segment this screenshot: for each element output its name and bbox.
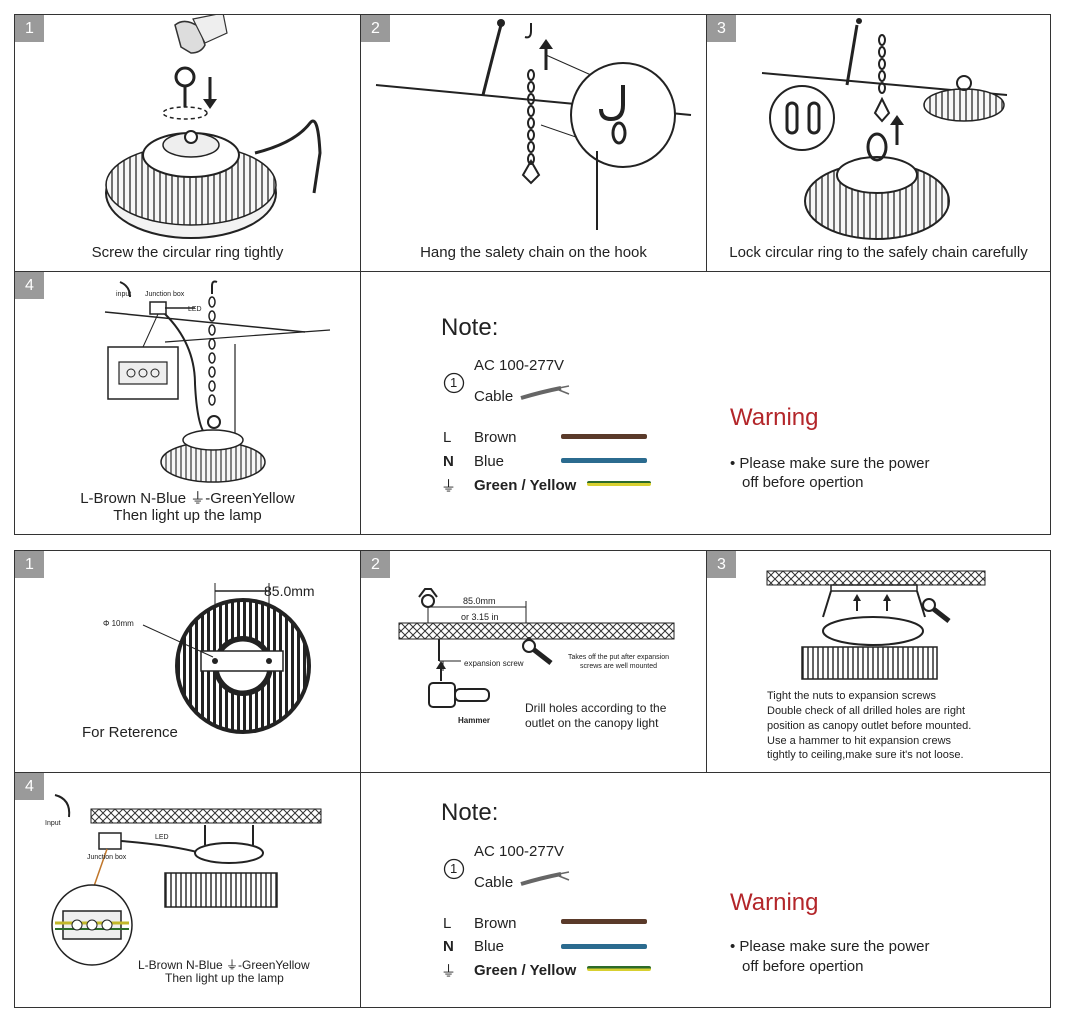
led-label: LED <box>188 306 202 313</box>
wire-symbol-n: N <box>443 453 454 470</box>
dimension-inches: or 3.15 in <box>461 612 499 622</box>
dimension-85mm: 85.0mm <box>264 583 315 599</box>
top-step-2-panel: 2 Hang the salety chain on the hook <box>360 14 707 272</box>
hole-diameter-label: Φ 10mm <box>103 619 134 628</box>
tighten-nuts-illustration <box>766 570 986 680</box>
bottom-step-2-panel: 2 85.0mm or 3.15 in expansion screw Take… <box>360 550 707 773</box>
step-caption: Lock circular ring to the safely chain c… <box>729 244 1028 261</box>
blue-wire-swatch <box>561 944 647 949</box>
wire-symbol-n: N <box>443 938 454 955</box>
reference-caption: For Reterence <box>82 724 178 741</box>
drill-caption-line-1: Drill holes according to the <box>525 701 667 715</box>
green-yellow-wire-swatch <box>587 966 651 971</box>
bottom-step-3-panel: 3 Tight the nuts to expansion screws Dou… <box>706 550 1051 773</box>
wire-name-blue: Blue <box>474 453 505 470</box>
voltage-text: AC 100-277V <box>474 357 565 374</box>
warning-line-1: • Please make sure the power <box>730 455 930 472</box>
top-step-4-panel: 4 input Junction box LED L-Brow <box>14 271 361 535</box>
warning-line-1: • Please make sure the power <box>730 938 930 955</box>
lamp-screw-ring-illustration <box>105 15 322 239</box>
note-title: Note: <box>441 799 499 826</box>
led-label: LED <box>155 834 169 841</box>
wiring-caption-line-1: L-Brown N-Blue ⏚-GreenYellow <box>138 958 310 972</box>
expansion-screw-label: expansion screw <box>464 659 524 668</box>
step-number-badge: 3 <box>707 551 736 578</box>
green-yellow-wire-swatch <box>587 481 651 486</box>
blue-wire-swatch <box>561 458 647 463</box>
takes-off-note: Takes off the put after expansion screws… <box>567 654 670 671</box>
wire-symbol-l: L <box>443 915 452 932</box>
wire-name-brown: Brown <box>474 915 517 932</box>
wiring-caption-line-1: L-Brown N-Blue ⏚-GreenYellow <box>80 490 295 507</box>
warning-title: Warning <box>730 404 819 431</box>
instruction-line-5: tightly to ceiling,make sure it's not lo… <box>767 749 964 762</box>
wiring-ceiling-illustration <box>51 794 322 966</box>
step-number-badge: 3 <box>707 15 736 42</box>
warning-line-2: off before opertion <box>742 474 864 491</box>
wiring-caption-line-2: Then light up the lamp <box>113 507 262 524</box>
voltage-text: AC 100-277V <box>474 843 565 860</box>
input-label: Input <box>45 820 61 827</box>
cable-icon <box>520 871 570 886</box>
junction-box-label: Junction box <box>145 291 185 298</box>
cable-text: Cable <box>474 874 514 891</box>
instruction-text: Tight the nuts to expansion screws Doubl… <box>767 689 971 763</box>
brown-wire-swatch <box>561 919 647 924</box>
step-caption: Screw the circular ring tightly <box>91 244 284 261</box>
step-number-badge: 1 <box>15 15 44 42</box>
circled-number-icon <box>443 858 465 880</box>
instruction-line-2: Double check of all drilled holes are ri… <box>767 704 966 717</box>
circled-number: 1 <box>450 375 458 390</box>
dimension-85mm: 85.0mm <box>463 596 496 606</box>
hammer-label: Hammer <box>458 716 491 725</box>
bottom-note-panel: Note: 1 AC 100-277V Cable L Brown N Blue… <box>360 772 1051 1008</box>
warning-line-2: off before opertion <box>742 958 864 975</box>
instruction-line-1: Tight the nuts to expansion screws <box>767 690 936 702</box>
wire-name-green-yellow: Green / Yellow <box>474 477 577 494</box>
top-step-1-panel: 1 Screw the circular ring tightly <box>14 14 361 272</box>
cable-icon <box>520 385 570 400</box>
step-number-badge: 1 <box>15 551 44 578</box>
step-number-badge: 2 <box>361 551 390 578</box>
instruction-line-4: Use a hammer to hit expansion crews <box>767 734 952 747</box>
wire-name-brown: Brown <box>474 429 517 446</box>
brown-wire-swatch <box>561 434 647 439</box>
circled-number-icon <box>443 372 465 394</box>
safety-chain-hook-illustration <box>375 19 692 230</box>
bottom-step-4-panel: 4 Input Junction box LED L-Brown N-Blue … <box>14 772 361 1008</box>
instruction-line-3: position as canopy outlet before mounted… <box>767 719 972 732</box>
step-number-badge: 4 <box>15 773 44 800</box>
step-caption: Hang the salety chain on the hook <box>420 244 647 261</box>
wiring-caption-line-2: Then light up the lamp <box>165 971 284 985</box>
drill-holes-illustration <box>398 588 675 708</box>
wiring-junction-illustration <box>104 280 331 483</box>
ground-icon: ⏚ <box>441 478 457 495</box>
warning-title: Warning <box>730 889 819 916</box>
top-step-3-panel: 3 Lock circular ring to the <box>706 14 1051 272</box>
input-label: input <box>116 291 132 298</box>
ground-icon: ⏚ <box>441 963 457 980</box>
top-note-panel: Note: 1 AC 100-277V Cable L Brown N Blue… <box>360 271 1051 535</box>
junction-box-label: Junction box <box>87 854 127 861</box>
wire-name-green-yellow: Green / Yellow <box>474 962 577 979</box>
step-number-badge: 2 <box>361 15 390 42</box>
drill-caption-line-2: outlet on the canopy light <box>525 716 659 730</box>
step-number-badge: 4 <box>15 272 44 299</box>
wire-name-blue: Blue <box>474 938 505 955</box>
hole-spacing-illustration <box>142 583 311 734</box>
bottom-step-1-panel: 1 85.0mm Φ 10mm For Reterence <box>14 550 361 773</box>
wire-symbol-l: L <box>443 429 452 446</box>
lock-ring-chain-illustration <box>761 18 1008 240</box>
circled-number: 1 <box>450 861 458 876</box>
note-title: Note: <box>441 314 499 341</box>
cable-text: Cable <box>474 388 514 405</box>
